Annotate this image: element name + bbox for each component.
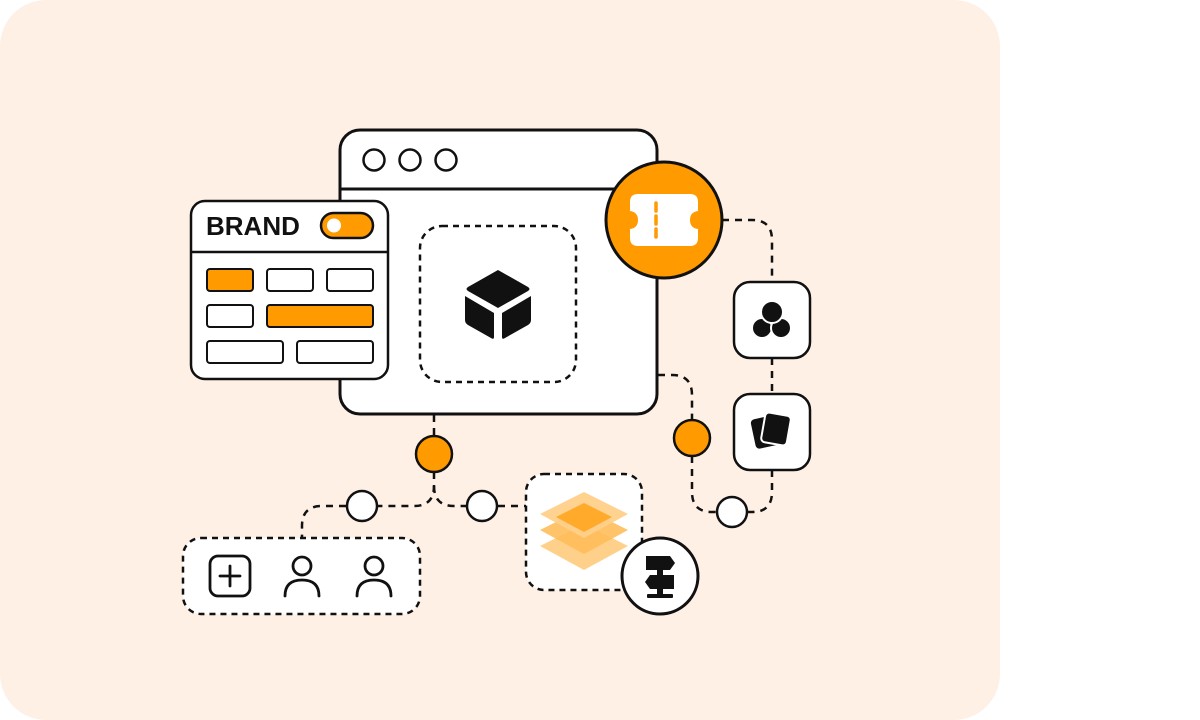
block-accent-small: [206, 268, 254, 292]
block: [206, 340, 284, 364]
brand-title: BRAND: [206, 211, 300, 241]
connector-lines: [300, 218, 774, 538]
connector-orange-to-node: [690, 456, 716, 514]
layers-card: [524, 472, 644, 592]
layers-stack-icon: [540, 492, 628, 570]
node-orange-center: [414, 434, 454, 474]
connector-left-node-to-users: [300, 504, 346, 538]
user-icon: [283, 555, 321, 598]
users-group: [181, 536, 422, 616]
connector-center-to-left-node: [378, 472, 436, 508]
circles-cluster-icon: [751, 300, 792, 339]
connector-ticket-to-cluster: [722, 218, 774, 282]
cards-stack-tile: [732, 392, 812, 472]
circles-cluster-tile: [732, 280, 812, 360]
ticket-icon: [630, 194, 698, 246]
browser-window: [338, 128, 659, 416]
block: [296, 340, 374, 364]
block: [206, 304, 254, 328]
connector-window-to-orange: [658, 373, 694, 420]
brand-card: BRAND: [189, 199, 390, 381]
add-square-icon[interactable]: [208, 554, 252, 598]
node-orange-right: [672, 418, 712, 458]
cards-stack-icon: [750, 411, 792, 449]
signpost-badge: [620, 536, 700, 616]
connector-nodes: [345, 418, 749, 529]
window-dots-icon: [362, 148, 458, 172]
cube-box-icon: [465, 270, 531, 339]
node-white-right: [715, 495, 749, 529]
node-white-left: [345, 489, 379, 523]
block: [326, 268, 374, 292]
signpost-icon: [645, 556, 675, 598]
connector-center-to-right-node: [432, 485, 466, 508]
ticket-badge: [604, 160, 724, 280]
node-white-middle: [465, 489, 499, 523]
user-icon: [355, 555, 393, 598]
block: [266, 268, 314, 292]
connector-cards-to-node: [748, 470, 774, 514]
brand-card-blocks: [206, 268, 374, 364]
block-accent-wide: [266, 304, 374, 328]
toggle-switch-icon[interactable]: [319, 211, 375, 240]
